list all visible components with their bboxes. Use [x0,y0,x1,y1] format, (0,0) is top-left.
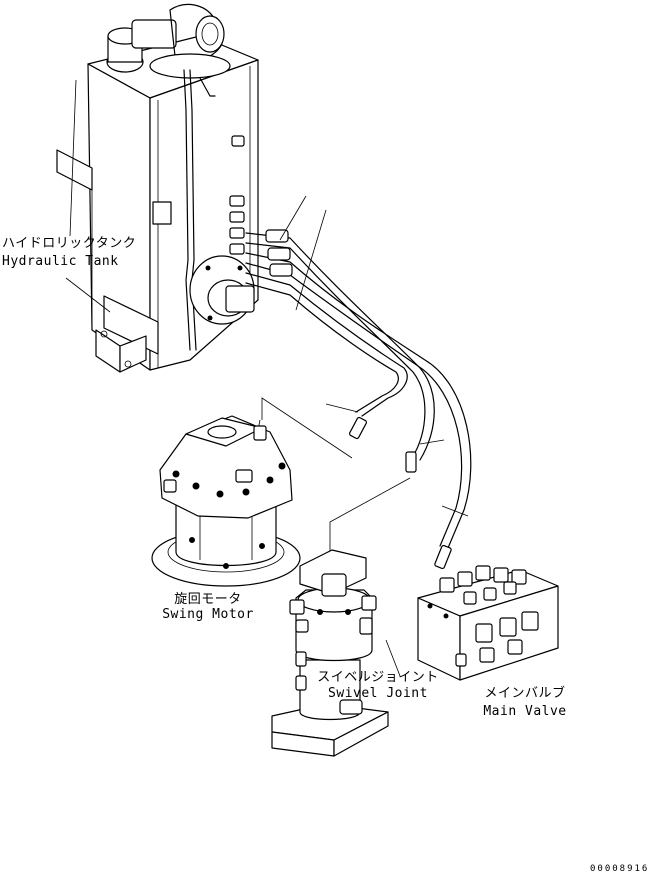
swivel-joint-label-en: Swivel Joint [328,686,428,701]
main-valve-label-en: Main Valve [483,704,567,719]
swing-motor [151,415,301,587]
hydraulic-hoses [245,229,472,570]
document-number: 00008916 [590,864,650,874]
hydraulic-tank-label-en: Hydraulic Tank [2,254,119,269]
hydraulic-tank [56,3,259,373]
hydraulic-tank-label-jp: ハイドロリックタンク [2,236,137,251]
main-valve [417,565,559,681]
swing-motor-label-en: Swing Motor [162,607,254,622]
swivel-joint-label-jp: スイベルジョイント [317,670,439,685]
swing-motor-label-jp: 旋回モータ [174,592,242,607]
leader-lines [65,79,469,677]
swivel-joint [271,549,389,757]
main-valve-label-jp: メインバルブ [484,686,566,701]
